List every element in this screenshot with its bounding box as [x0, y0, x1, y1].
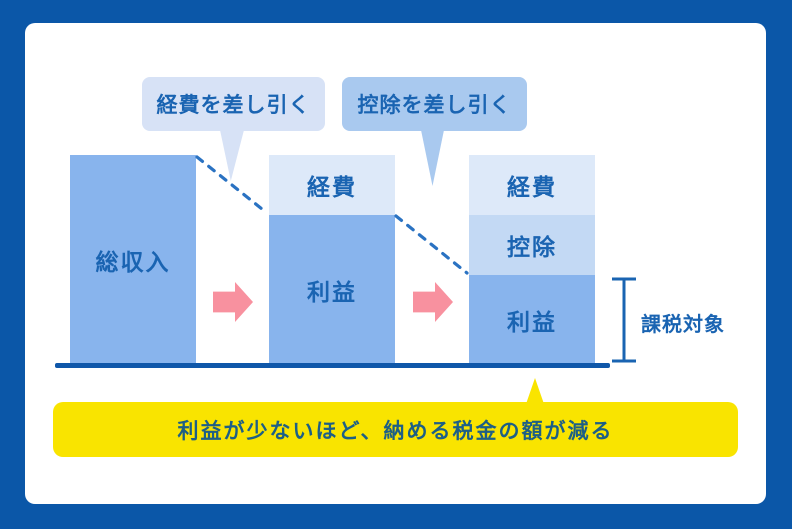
summary-banner: 利益が少ないほど、納める税金の額が減る [53, 402, 738, 457]
segment-expenses-3-label: 経費 [507, 174, 557, 200]
callout-deduct-deductions-label: 控除を差し引く [357, 94, 512, 117]
callout-deduct-expenses: 経費を差し引く [142, 77, 325, 131]
taxable-amount-label: 課税対象 [641, 314, 725, 336]
segment-profit-3: 利益 [469, 275, 595, 364]
bar-after-expenses: 経費 利益 [269, 155, 395, 364]
callout-deduct-expenses-label: 経費を差し引く [156, 94, 311, 117]
bar-gross-income: 総収入 [70, 155, 196, 364]
segment-gross-income-label: 総収入 [95, 248, 171, 275]
segment-profit-2-label: 利益 [307, 278, 357, 305]
baseline [55, 363, 610, 368]
segment-deductions-3-label: 控除 [507, 234, 557, 260]
segment-profit-2: 利益 [269, 215, 395, 364]
summary-banner-text: 利益が少ないほど、納める税金の額が減る [177, 419, 614, 443]
segment-deductions-3: 控除 [469, 215, 595, 275]
segment-expenses-2: 経費 [269, 155, 395, 215]
segment-gross-income: 総収入 [70, 155, 196, 364]
bar-after-deductions: 経費 控除 利益 [469, 155, 595, 364]
segment-expenses-2-label: 経費 [307, 174, 357, 200]
callout-deduct-deductions: 控除を差し引く [342, 77, 527, 131]
segment-expenses-3: 経費 [469, 155, 595, 215]
segment-profit-3-label: 利益 [507, 308, 557, 335]
